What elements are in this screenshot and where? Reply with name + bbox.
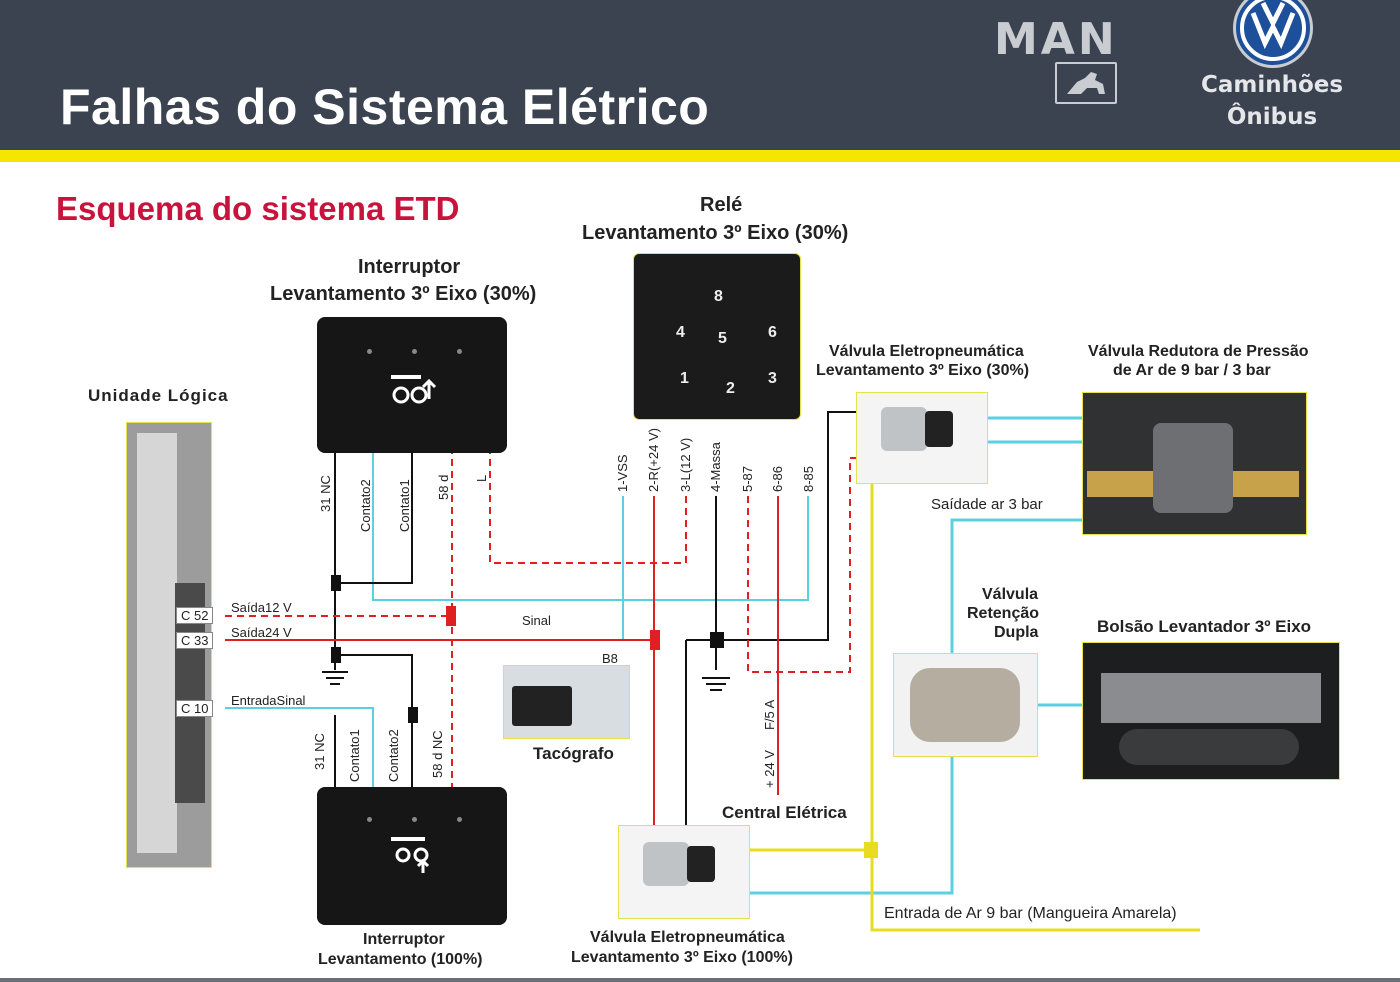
relay-pin-3: 3 xyxy=(768,370,777,387)
switch100-pin-contato2: Contato2 xyxy=(386,729,401,782)
reducer-subtitle: de Ar de 9 bar / 3 bar xyxy=(1113,362,1271,379)
switch100-led xyxy=(412,817,417,822)
check-valve-line3: Dupla xyxy=(994,624,1039,641)
valve30-title: Válvula Eletropneumática xyxy=(829,343,1024,360)
tacografo-label: Tacógrafo xyxy=(533,744,614,763)
valve100-photo xyxy=(618,825,750,919)
bottom-border xyxy=(0,978,1400,982)
relay-wire-6-86: 6-86 xyxy=(770,465,785,492)
relay-wire-1vss: 1-VSS xyxy=(615,454,630,492)
connector-c52: C 52 xyxy=(176,607,214,624)
central-pin-24v: + 24 V xyxy=(762,750,777,788)
switch30-led xyxy=(457,349,462,354)
relay-pin-5: 5 xyxy=(718,330,727,347)
switch100-photo xyxy=(313,785,511,931)
ground-symbols xyxy=(322,671,730,691)
valve30-subtitle: Levantamento 3º Eixo (30%) xyxy=(816,362,1030,379)
black-wires xyxy=(334,411,858,830)
lion-icon xyxy=(1055,62,1117,104)
bolsao-title: Bolsão Levantador 3º Eixo xyxy=(1097,617,1312,636)
switch30-pin-contato1: Contato1 xyxy=(397,479,412,532)
check-valve-photo xyxy=(893,653,1038,757)
relay-pin-4: 4 xyxy=(676,324,685,341)
relay-pin-8: 8 xyxy=(714,288,723,305)
relay-pin-2: 2 xyxy=(726,380,735,397)
signal-b8: B8 xyxy=(602,651,618,666)
brand-line-1: Caminhões xyxy=(1200,72,1344,98)
reducer-title: Válvula Redutora de Pressão xyxy=(1088,343,1309,360)
switch100-pin-31nc: 31 NC xyxy=(312,733,327,770)
check-valve-line1: Válvula xyxy=(982,586,1039,603)
connector-c33: C 33 xyxy=(176,632,214,649)
relay-wire-2r: 2-R(+24 V) xyxy=(646,428,661,492)
page-title: Falhas do Sistema Elétrico xyxy=(60,79,710,135)
relay-photo: 8 4 5 6 1 2 3 xyxy=(633,253,801,420)
rele-title: Relé xyxy=(700,194,743,216)
relay-wire-4massa: 4-Massa xyxy=(708,442,723,492)
relay-pin-1: 1 xyxy=(680,370,689,387)
signal-sinal: Sinal xyxy=(522,613,551,628)
connector-c10: C 10 xyxy=(176,700,214,717)
axle-lift-100-icon xyxy=(391,837,430,873)
switch100-subtitle: Levantamento (100%) xyxy=(318,951,483,968)
switch30-pin-contato2: Contato2 xyxy=(358,479,373,532)
signal-entrada: EntradaSinal xyxy=(231,693,306,708)
air-in-label: Entrada de Ar 9 bar (Mangueira Amarela) xyxy=(884,905,1177,922)
switch100-led xyxy=(457,817,462,822)
red-junction-blocks xyxy=(446,606,660,650)
switch100-body xyxy=(317,787,507,925)
signal-saida12: Saída12 V xyxy=(231,600,292,615)
switch100-title: Interruptor xyxy=(363,931,445,948)
rele-subtitle: Levantamento 3º Eixo (30%) xyxy=(582,222,849,244)
cyan-signal-wires xyxy=(225,447,809,790)
yellow-divider xyxy=(0,150,1400,162)
switch30-body xyxy=(317,317,507,453)
axle-lift-icon xyxy=(391,375,437,404)
valve30-photo xyxy=(856,392,988,484)
air-out-label: Saídade ar 3 bar xyxy=(931,496,1043,513)
red-solid-wires xyxy=(225,496,779,830)
man-logo: MAN xyxy=(994,14,1118,65)
yellow-hose xyxy=(748,482,1200,932)
yellow-junction xyxy=(864,842,878,858)
central-pin-f5a: F/5 A xyxy=(762,699,777,730)
valve100-subtitle: Levantamento 3º Eixo (100%) xyxy=(571,949,793,966)
logic-unit-title: Unidade Lógica xyxy=(88,386,229,405)
switch30-subtitle: Levantamento 3º Eixo (30%) xyxy=(270,283,537,305)
check-valve-line2: Retenção xyxy=(967,605,1040,622)
diagram-subtitle: Esquema do sistema ETD xyxy=(56,190,460,227)
switch30-pin-58d: 58 d xyxy=(436,474,451,500)
switch30-title: Interruptor xyxy=(358,256,461,278)
switch100-pin-58dnc: 58 d NC xyxy=(430,730,445,778)
valve100-title: Válvula Eletropneumática xyxy=(590,929,785,946)
tacografo-photo xyxy=(503,665,630,739)
relay-wire-8-85: 8-85 xyxy=(801,465,816,492)
signal-saida24: Saída24 V xyxy=(231,625,292,640)
switch30-led xyxy=(367,349,372,354)
relay-pin-6: 6 xyxy=(768,324,777,341)
brand-line-2: Ônibus xyxy=(1226,104,1318,130)
vw-logo-icon xyxy=(1233,0,1313,68)
reducer-photo xyxy=(1082,392,1307,535)
switch30-pin-31nc: 31 NC xyxy=(318,475,333,512)
relay-wire-3l: 3-L(12 V) xyxy=(678,437,693,492)
header-bar xyxy=(0,0,1400,150)
switch30-pin-l: L xyxy=(474,474,489,482)
switch30-led xyxy=(412,349,417,354)
bolsao-photo xyxy=(1082,642,1340,780)
switch100-pin-contato1: Contato1 xyxy=(347,729,362,782)
relay-wire-5-87: 5-87 xyxy=(740,465,755,492)
junction-blocks xyxy=(331,575,724,723)
switch30-photo xyxy=(313,313,511,459)
switch100-led xyxy=(367,817,372,822)
central-label: Central Elétrica xyxy=(722,803,847,822)
